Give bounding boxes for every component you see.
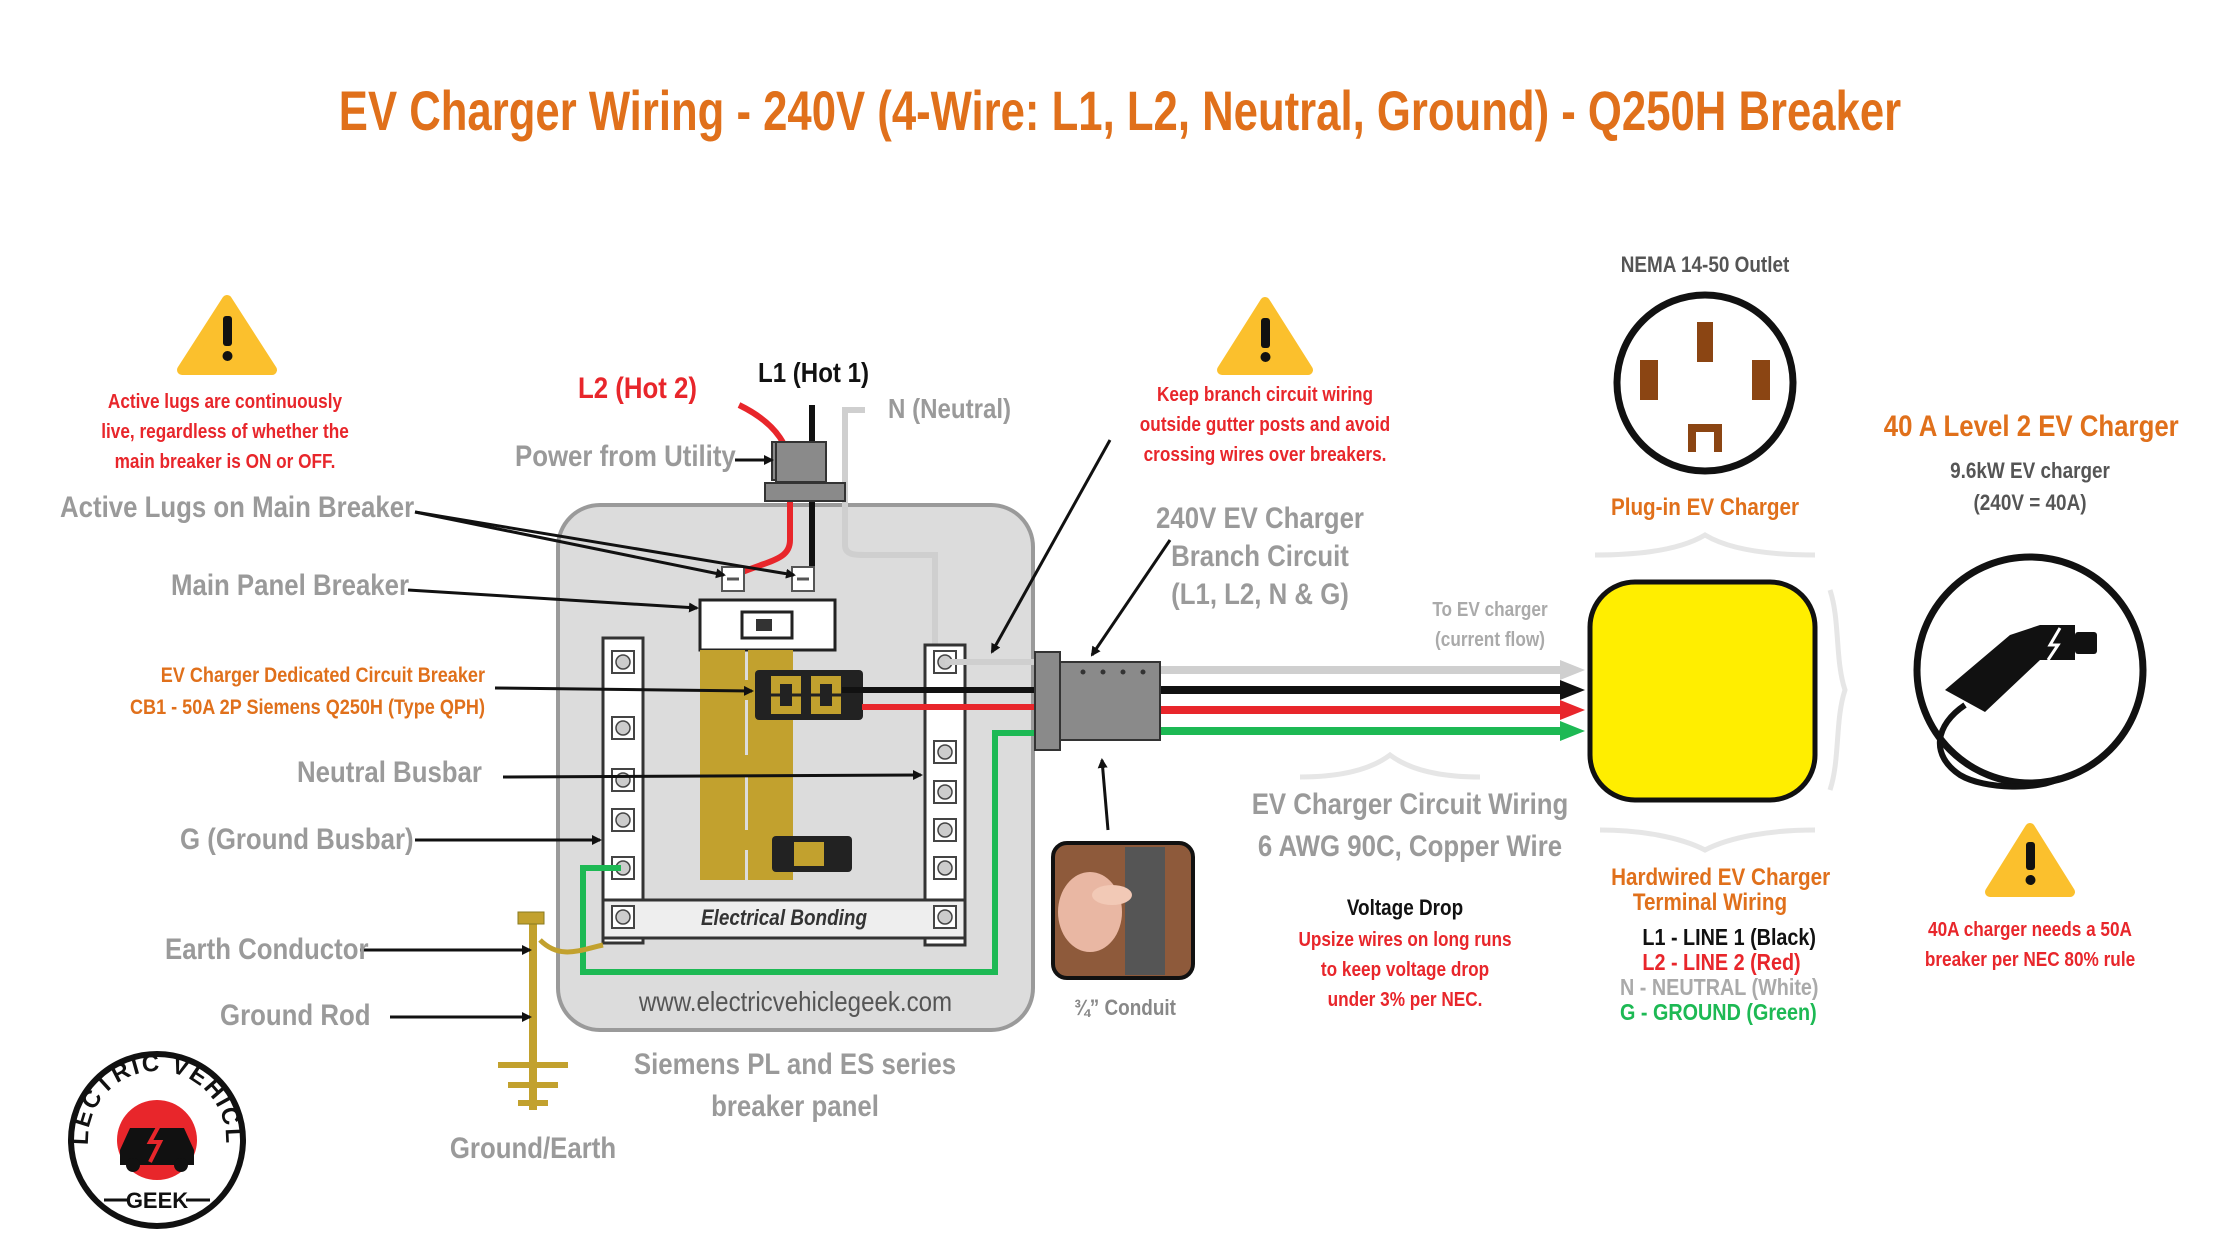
screw-head [615, 720, 631, 736]
spare-breaker [772, 836, 852, 872]
conduit-connector [1034, 651, 1161, 751]
charger-title: 40 A Level 2 EV Charger [1883, 410, 2179, 443]
earth-conductor-label: Earth Conductor [165, 933, 369, 966]
ev-charger-plug-icon [1913, 553, 2147, 790]
ground-rod-label: Ground Rod [220, 999, 371, 1032]
screw-head [937, 744, 953, 760]
conduit-photo [1051, 841, 1195, 980]
neutral-busbar-label: Neutral Busbar [297, 756, 482, 789]
l2-label: L2 (Hot 2) [578, 372, 697, 405]
power-from-utility-label: Power from Utility [515, 440, 736, 473]
terminal-l2: L2 - LINE 2 (Red) [1642, 949, 1801, 975]
voltage-drop-title: Voltage Drop [1346, 895, 1464, 920]
nema-outlet [1613, 291, 1797, 475]
main-panel-breaker-label: Main Panel Breaker [171, 569, 410, 602]
screw-head [937, 822, 953, 838]
l1-label: L1 (Hot 1) [758, 357, 870, 388]
outlet-label: NEMA 14-50 Outlet [1620, 252, 1790, 277]
screw-head [937, 909, 953, 925]
ev-breaker-cb1 [755, 670, 863, 720]
caution-icon-lugs [177, 295, 277, 375]
ground-earth-label: Ground/Earth [449, 1132, 617, 1165]
ground-busbar-label: G (Ground Busbar) [180, 823, 414, 856]
screw-head [937, 784, 953, 800]
ev-breaker-label: EV Charger Dedicated Circuit Breaker CB1… [130, 664, 485, 719]
ground-rod [498, 911, 604, 1110]
caution-icon-breaker [1985, 823, 2075, 897]
terminal-list: L1 - LINE 1 (Black) L2 - LINE 2 (Red) N … [1620, 925, 1819, 1025]
plugin-label: Plug-in EV Charger [1610, 494, 1800, 521]
screw-head [615, 654, 631, 670]
page-title: EV Charger Wiring - 240V (4-Wire: L1, L2… [338, 79, 1902, 142]
logo-bottom-text: GEEK [126, 1188, 188, 1213]
electrical-bonding-label: Electrical Bonding [700, 905, 868, 930]
active-lugs-label: Active Lugs on Main Breaker [60, 491, 415, 524]
terminal-l1: L1 - LINE 1 (Black) [1642, 924, 1817, 950]
website-label: www.electricvehiclegeek.com [638, 986, 953, 1017]
charger-specs: 9.6kW EV charger(240V = 40A) [1950, 458, 2110, 515]
screw-head [615, 909, 631, 925]
neutral-label: N (Neutral) [888, 393, 1012, 424]
terminal-n: N - NEUTRAL (White) [1620, 974, 1819, 1000]
bonding-bar [601, 898, 967, 940]
screw-head [615, 812, 631, 828]
to-ev-charger-label: To EV charger(current flow) [1432, 599, 1548, 651]
logo: ELECTRIC VEHICLE GEEK [0, 0, 246, 1229]
busbar-screws [611, 650, 957, 929]
screw-head [937, 860, 953, 876]
conduit-label: ¾” Conduit [1074, 995, 1176, 1020]
terminal-g: G - GROUND (Green) [1620, 999, 1817, 1025]
charger-terminal-block [1587, 579, 1818, 803]
caution-icon-branch [1217, 297, 1313, 375]
